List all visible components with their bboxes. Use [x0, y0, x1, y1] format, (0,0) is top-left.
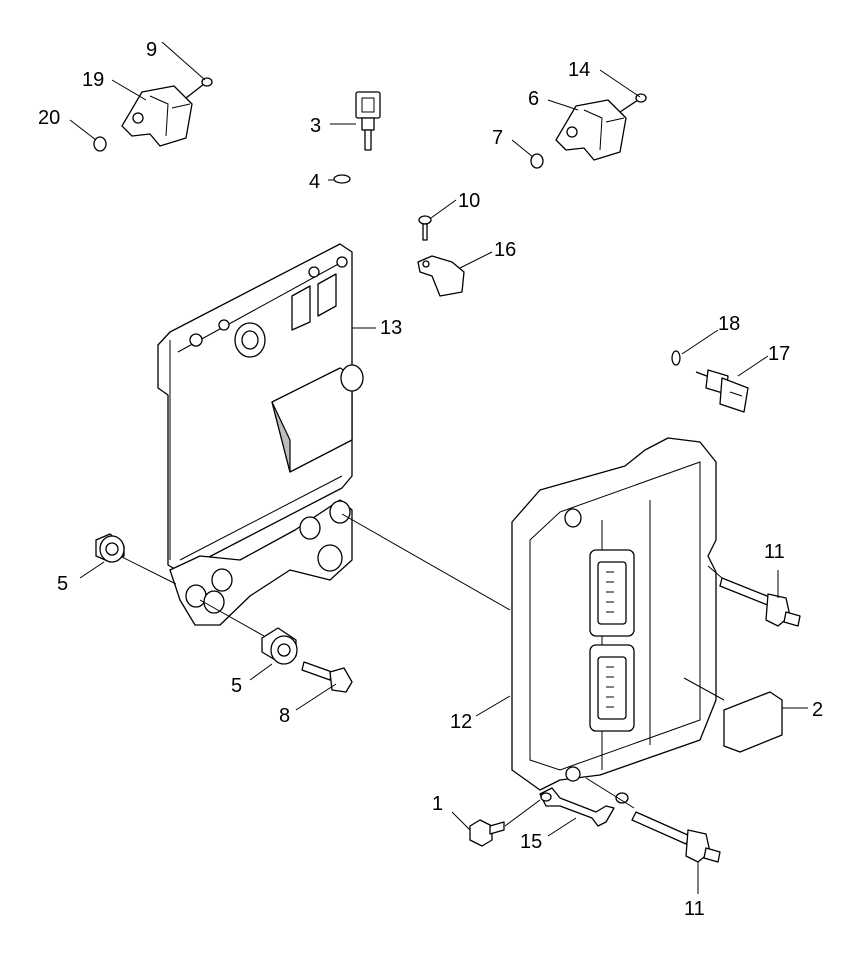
- callout-14: 14: [568, 59, 590, 81]
- ecu-label: [723, 691, 783, 753]
- callout-19: 19: [82, 69, 104, 91]
- screw-9: [185, 77, 213, 99]
- callout-16: 16: [494, 239, 516, 261]
- screw-14: [619, 93, 647, 113]
- bolt-11-right: [719, 577, 801, 627]
- o-ring-20: [93, 136, 107, 152]
- callout-labels: 1 2 3 4 5 5 6 7 8 9 10 11 11 12 13 14 15…: [38, 39, 823, 920]
- callout-11-bottom: 11: [684, 898, 705, 920]
- callout-17: 17: [768, 343, 790, 365]
- bolt-11-bottom: [631, 811, 721, 863]
- mounting-plate: [157, 243, 364, 626]
- ecu-controller: [511, 437, 717, 791]
- callout-20: 20: [38, 107, 60, 129]
- bushing-upper: [95, 533, 125, 563]
- callout-8: 8: [279, 705, 290, 727]
- sensor-16: [417, 255, 465, 297]
- o-ring-7: [530, 153, 544, 169]
- callout-9: 9: [146, 39, 157, 61]
- callout-5-lower: 5: [231, 675, 242, 697]
- callout-10: 10: [458, 190, 480, 212]
- callout-15: 15: [520, 831, 542, 853]
- bolt-1: [469, 819, 505, 847]
- callout-5-upper: 5: [57, 573, 68, 595]
- o-ring-4: [333, 174, 351, 184]
- callout-2: 2: [812, 699, 823, 721]
- callout-1: 1: [432, 793, 443, 815]
- o-ring-18: [671, 350, 681, 366]
- callout-4: 4: [309, 171, 320, 193]
- callout-6: 6: [528, 88, 539, 110]
- callout-11-right: 11: [764, 541, 785, 563]
- sensor-17: [695, 369, 749, 413]
- sensor-19: [121, 85, 193, 147]
- callout-13: 13: [380, 317, 402, 339]
- leader-lines: [69, 41, 808, 894]
- bushing-lower: [261, 627, 298, 665]
- callout-7: 7: [492, 127, 503, 149]
- callout-3: 3: [310, 115, 321, 137]
- callout-12: 12: [450, 711, 472, 733]
- sensor-6: [555, 99, 627, 161]
- callout-18: 18: [718, 313, 740, 335]
- bolt-8: [301, 661, 353, 693]
- bracket-15: [539, 787, 629, 827]
- screw-10: [418, 215, 432, 241]
- sensor-3: [355, 91, 381, 151]
